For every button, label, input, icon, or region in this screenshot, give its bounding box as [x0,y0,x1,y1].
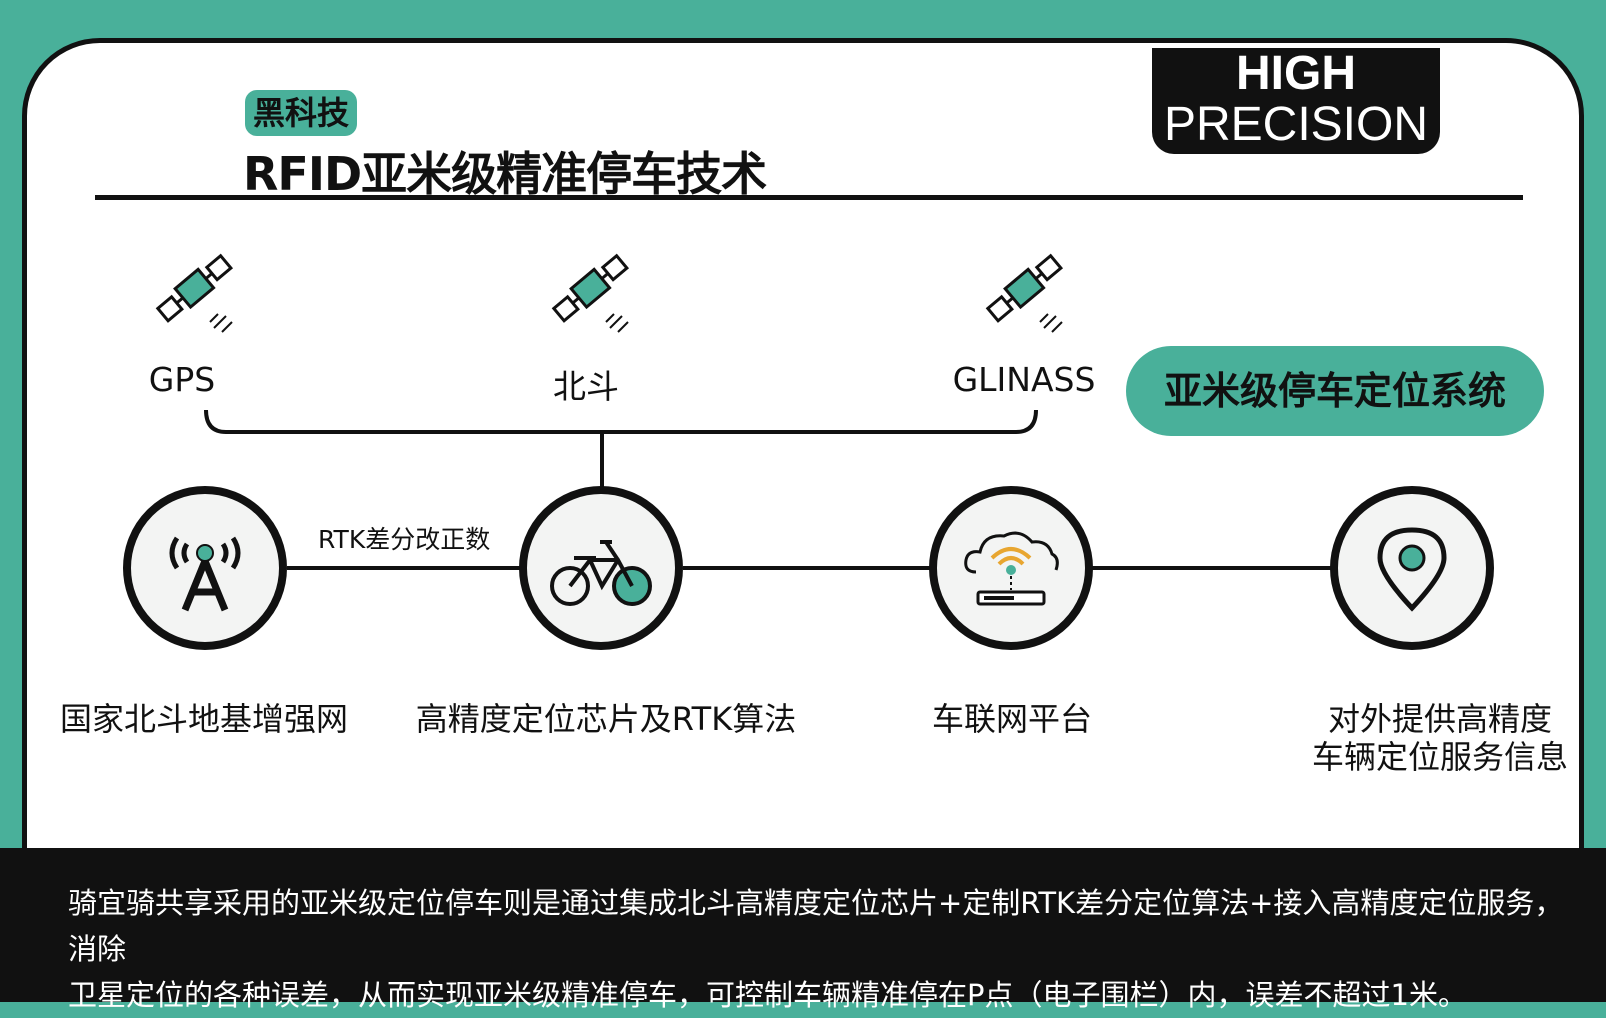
satellite-label-gps: GPS [148,360,216,399]
footer-text: 骑宜骑共享采用的亚米级定位停车则是通过集成北斗高精度定位芯片+定制RTK差分定位… [68,880,1568,1018]
node-label-chip: 高精度定位芯片及RTK算法 [415,700,797,738]
footer-line2: 卫星定位的各种误差，从而实现亚米级精准停车，可控制车辆精准停在P点（电子围栏）内… [68,978,1467,1012]
node-label-service-line1: 对外提供高精度 [1327,700,1553,738]
node-bicycle-chip [519,486,683,650]
positioning-system-pill: 亚米级停车定位系统 [1126,346,1544,436]
node-location-service [1330,486,1494,650]
satellite-icon [155,253,234,333]
node-label-ground-station: 国家北斗地基增强网 [59,700,349,738]
title-divider [95,195,1523,200]
rtk-correction-label: RTK差分改正数 [318,525,491,554]
node-label-service: 对外提供高精度 车辆定位服务信息 [1312,700,1568,776]
location-pin-icon [1377,527,1447,612]
satellite-icon [985,253,1064,333]
signal-tower-icon [169,536,241,612]
top-accent-strip [0,0,1606,7]
high-precision-line1: HIGH [1236,47,1356,100]
footer-line1: 骑宜骑共享采用的亚米级定位停车则是通过集成北斗高精度定位芯片+定制RTK差分定位… [68,886,1564,966]
node-ground-station [123,486,287,650]
satellite-icon [551,253,630,333]
bicycle-icon [550,540,652,606]
footer-bar [0,848,1606,1002]
satellite-bracket [204,409,1038,434]
high-precision-line2: PRECISION [1163,98,1429,151]
tech-badge: 黑科技 [245,90,358,136]
page-title: RFID亚米级精准停车技术 [243,147,767,201]
satellite-label-glinass: GLINASS [952,360,1096,399]
high-precision-tag: HIGH PRECISION [1152,48,1440,154]
node-label-platform: 车联网平台 [931,700,1093,738]
node-iov-platform [929,486,1093,650]
satellite-label-beidou: 北斗 [553,367,619,406]
cloud-router-icon [964,531,1059,606]
node-label-service-line2: 车辆定位服务信息 [1311,738,1569,776]
